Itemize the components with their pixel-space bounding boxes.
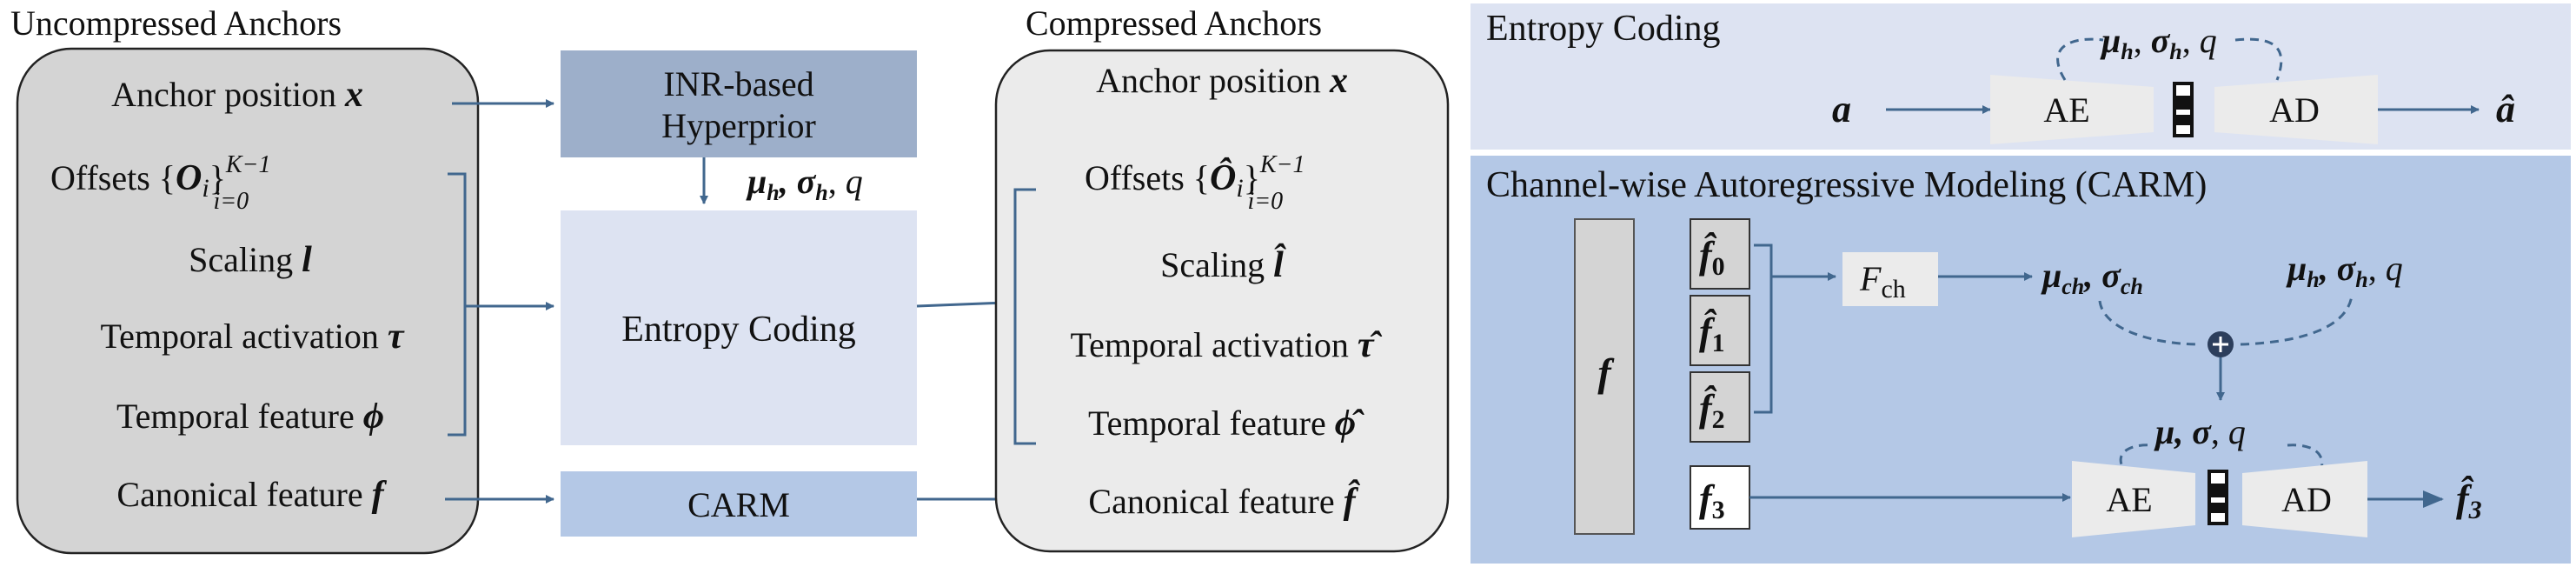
entropy-ae-label: AE <box>2043 90 2089 130</box>
inr-hyperprior-label-2: Hyperprior <box>661 106 816 145</box>
entropy-output-a-hat: â <box>2496 88 2515 130</box>
compressed-group-bracket <box>1013 188 1036 445</box>
carm-ad-block <box>2242 461 2367 537</box>
carm-panel-bg <box>1469 154 2573 565</box>
entropy-ad-block <box>2214 75 2378 144</box>
carm-box <box>561 471 917 537</box>
compressed-anchors-panel <box>994 49 1450 553</box>
entropy-coding-box <box>561 210 917 445</box>
compressed-canonical-feature: Canonical feature f̂ <box>1088 479 1360 522</box>
carm-dashed-ch <box>2098 300 2201 346</box>
carm-h-params: μh, σh, q <box>2286 249 2403 292</box>
inr-hyperprior-label-1: INR-based <box>663 64 813 103</box>
uncompressed-anchors-panel <box>16 47 480 555</box>
entropy-panel-title: Entropy Coding <box>1486 9 1721 49</box>
carm-combined-params: μ, σ, q <box>2154 412 2246 451</box>
carm-fch-box <box>1842 252 1938 306</box>
compressed-anchor-position: Anchor position x <box>1096 61 1348 101</box>
carm-f1-box <box>1690 295 1750 366</box>
carm-f3-label: f3 <box>1699 477 1725 524</box>
entropy-coding-panel: Entropy Coding a AE AD â μh, σh, q <box>1469 2 2573 151</box>
carm-f-label: f <box>1597 350 1615 395</box>
uncompressed-group-bracket <box>448 172 467 437</box>
uncompressed-canonical-feature: Canonical feature f <box>116 475 387 515</box>
carm-f3-box <box>1690 465 1750 530</box>
carm-f-column <box>1574 218 1635 535</box>
compressed-temporal-feature: Temporal feature ϕ̂ <box>1088 404 1364 444</box>
inr-hyperprior-box <box>561 50 917 157</box>
carm-f0-box <box>1690 218 1750 290</box>
carm-panel-title: Channel-wise Autoregressive Modeling (CA… <box>1486 165 2207 205</box>
carm-panel: Channel-wise Autoregressive Modeling (CA… <box>1469 154 2573 565</box>
entropy-ad-label: AD <box>2269 90 2320 130</box>
uncompressed-temporal-activation: Temporal activation τ <box>100 317 404 357</box>
entropy-panel-bg <box>1469 2 2573 151</box>
compressed-anchors-title: Compressed Anchors <box>1026 3 1322 43</box>
carm-f2-box <box>1690 371 1750 443</box>
entropy-input-a: a <box>1832 88 1851 130</box>
carm-fch-label: Fch <box>1859 259 1906 304</box>
carm-ad-label: AD <box>2281 480 2332 519</box>
entropy-coding-box-label: Entropy Coding <box>621 310 856 350</box>
entropy-params: μh, σh, q <box>2100 21 2217 64</box>
entropy-ae-block <box>1990 75 2154 144</box>
entropy-to-compressed-arrow <box>916 298 1007 308</box>
carm-box-label: CARM <box>687 485 790 524</box>
carm-dashed-h <box>2240 295 2354 346</box>
uncompressed-anchors-title: Uncompressed Anchors <box>10 3 342 43</box>
entropy-dashed-right <box>2234 37 2283 81</box>
carm-ae-block <box>2072 461 2195 537</box>
carm-ch-params: μch, σch <box>2041 256 2143 299</box>
left-pipeline: Uncompressed Anchors Compressed Anchors … <box>10 3 1450 555</box>
uncompressed-temporal-feature: Temporal feature ϕ <box>116 397 384 437</box>
hyperprior-params: μh, σh, q <box>746 162 863 205</box>
compressed-temporal-activation: Temporal activation τ̂ <box>1070 325 1382 365</box>
carm-ae-label: AE <box>2106 480 2152 519</box>
uncompressed-anchor-position: Anchor position x <box>111 75 363 115</box>
compressed-scaling: Scaling l̂ <box>1160 243 1286 285</box>
carm-context-bracket <box>1754 243 1773 414</box>
uncompressed-scaling: Scaling l <box>189 240 312 280</box>
